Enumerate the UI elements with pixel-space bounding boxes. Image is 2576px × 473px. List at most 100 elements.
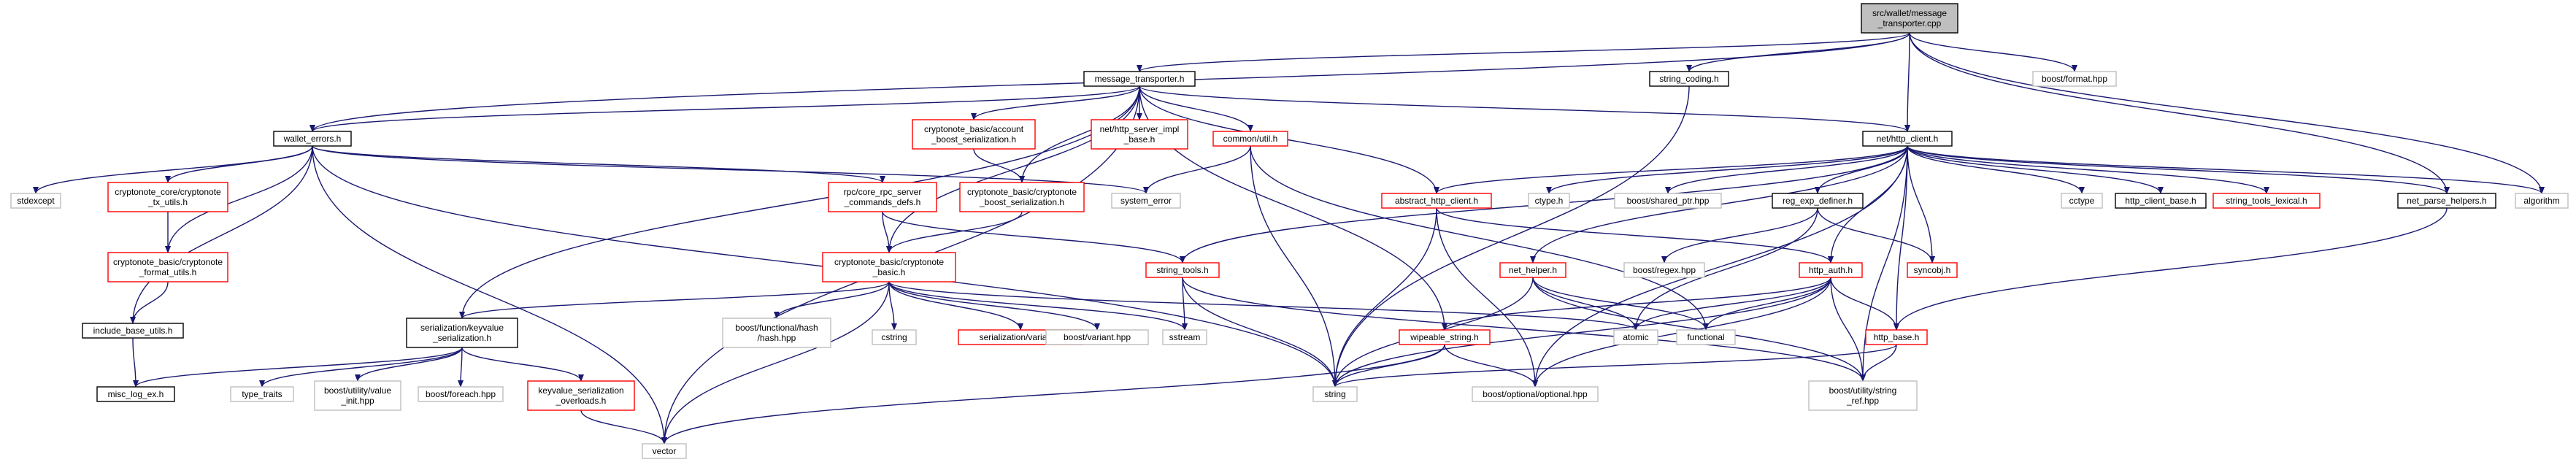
node-box [314, 380, 401, 411]
edge-root-to-net_parse_helpers [1909, 32, 2450, 194]
node-http-server-impl[interactable]: net/http_server_impl_base.h [1091, 119, 1188, 150]
node-label: include_base_utils.h [93, 326, 173, 336]
node-account-boost[interactable]: cryptonote_basic/account_boost_serializa… [912, 119, 1036, 150]
node-cn-basic[interactable]: cryptonote_basic/cryptonote_basic.h [822, 252, 956, 282]
node-label: rpc/core_rpc_server [844, 187, 922, 197]
node-box [1111, 193, 1181, 209]
node-box [1162, 329, 1207, 345]
node-label: type_traits [242, 389, 282, 399]
node-label: net/http_server_impl [1100, 124, 1180, 134]
node-label: _base.h [1123, 134, 1156, 145]
node-boost-regex: boost/regex.hpp [1623, 262, 1705, 278]
edge-net_http_client-to-string_tools_lexical [1907, 145, 2269, 194]
node-label: functional [1687, 332, 1724, 342]
node-kv-overloads[interactable]: keyvalue_serialization_overloads.h [527, 380, 635, 411]
node-label: http_base.h [1874, 332, 1920, 342]
node-label: string_tools_lexical.h [2226, 196, 2307, 206]
node-label: net_parse_helpers.h [2407, 196, 2486, 206]
edge-ser_keyvalue-to-boost_foreach [458, 347, 464, 388]
node-box [1472, 386, 1599, 402]
node-label: stdexcept [17, 196, 55, 206]
edge-string_tools-to-string [1182, 277, 1338, 388]
node-http-client-base[interactable]: http_client_base.h [2115, 193, 2207, 209]
edge-net_http_client-to-cctype [1907, 145, 2085, 194]
node-ser-keyvalue[interactable]: serialization/keyvalue_serialization.h [406, 318, 518, 348]
edge-cn_basic-to-vector [661, 281, 890, 445]
node-box [642, 443, 687, 459]
edge-wipeable_string-to-vector [661, 344, 1445, 445]
edge-message_transporter-to-account_boost [971, 85, 1140, 120]
node-label: string_coding.h [1659, 74, 1718, 84]
node-stdexcept: stdexcept [10, 193, 61, 209]
node-string-tools[interactable]: string_tools.h [1145, 262, 1220, 278]
node-label: _tx_utils.h [147, 197, 188, 207]
node-box [1499, 262, 1566, 278]
node-label: net_helper.h [1509, 265, 1557, 275]
node-cn-tx-utils[interactable]: cryptonote_core/cryptonote_tx_utils.h [107, 182, 228, 212]
node-box [2397, 193, 2496, 209]
node-label: _serialization.h [432, 333, 491, 343]
node-label: http_auth.h [1809, 265, 1853, 275]
node-box [828, 182, 937, 212]
node-label: ctype.h [1535, 196, 1564, 206]
node-label: cryptonote_basic/cryptonote [834, 257, 944, 267]
node-string-tools-lexical[interactable]: string_tools_lexical.h [2212, 193, 2321, 209]
node-label: boost/functional/hash [735, 323, 818, 333]
edge-message_transporter-to-net_http_client [1139, 85, 1910, 132]
node-ctype: ctype.h [1528, 193, 1570, 209]
edge-cn_basic-to-atomic [888, 281, 1639, 331]
node-box [1312, 386, 1358, 402]
node-syncobj[interactable]: syncobj.h [1907, 262, 1958, 278]
node-label: boost/shared_ptr.hpp [1627, 196, 1710, 206]
node-wallet-errors[interactable]: wallet_errors.h [273, 131, 352, 147]
node-box [959, 182, 1085, 212]
node-box [1676, 329, 1736, 345]
node-net-http-client[interactable]: net/http_client.h [1862, 131, 1953, 147]
node-box [107, 182, 228, 212]
edge-reg_exp-to-atomic [1633, 207, 1818, 331]
node-cn-format-utils[interactable]: cryptonote_basic/cryptonote_format_utils… [107, 252, 228, 282]
node-http-auth[interactable]: http_auth.h [1799, 262, 1863, 278]
node-label: boost/utility/string [1829, 385, 1897, 396]
node-label: /hash.hpp [758, 333, 796, 343]
node-net-helper[interactable]: net_helper.h [1499, 262, 1566, 278]
node-label: boost/regex.hpp [1633, 265, 1696, 275]
node-http-base[interactable]: http_base.h [1865, 329, 1928, 345]
edge-root-to-net_http_client [1904, 32, 1911, 132]
edge-kv_overloads-to-vector [580, 409, 667, 445]
node-abstract-http[interactable]: abstract_http_client.h [1381, 193, 1492, 209]
node-atomic: atomic [1613, 329, 1658, 345]
node-root[interactable]: src/wallet/message_transporter.cpp [1861, 3, 1958, 34]
node-label: boost/utility/value [324, 385, 391, 396]
node-message-transporter[interactable]: message_transporter.h [1083, 71, 1196, 87]
node-label: _format_utils.h [139, 267, 197, 277]
node-label: keyvalue_serialization [538, 385, 623, 396]
node-misc-log-ex[interactable]: misc_log_ex.h [96, 386, 175, 402]
node-cn-boost-ser[interactable]: cryptonote_basic/cryptonote_boost_serial… [959, 182, 1085, 212]
edge-http_auth-to-atomic [1633, 277, 1831, 331]
node-reg-exp[interactable]: reg_exp_definer.h [1772, 193, 1864, 209]
node-box [10, 193, 61, 209]
node-box [1772, 193, 1864, 209]
node-label: string_tools.h [1156, 265, 1208, 275]
node-wipeable-string[interactable]: wipeable_string.h [1399, 329, 1491, 345]
node-include-base-utils[interactable]: include_base_utils.h [82, 323, 184, 339]
node-box [1808, 380, 1918, 411]
node-label: reg_exp_definer.h [1783, 196, 1853, 206]
edge-net_http_client-to-boost_shared [1665, 145, 1908, 194]
edge-abstract_http-to-boost_optional [1436, 207, 1538, 388]
node-label: http_client_base.h [2125, 196, 2196, 206]
edge-net_http_client-to-boost_optional [1532, 145, 1908, 388]
node-label: _boost_serialization.h [979, 197, 1064, 207]
node-string-coding[interactable]: string_coding.h [1649, 71, 1729, 87]
node-net-parse-helpers[interactable]: net_parse_helpers.h [2397, 193, 2496, 209]
edge-http_auth-to-wipeable_string [1442, 277, 1831, 331]
node-label: cryptonote_basic/account [924, 124, 1024, 134]
node-common-util[interactable]: common/util.h [1212, 131, 1288, 147]
node-rpc-commands[interactable]: rpc/core_rpc_server_commands_defs.h [828, 182, 937, 212]
node-label: vector [653, 446, 677, 456]
edge-root-to-string_coding [1686, 32, 1910, 72]
node-label: system_error [1120, 196, 1172, 206]
node-boost-foreach: boost/foreach.hpp [418, 386, 504, 402]
